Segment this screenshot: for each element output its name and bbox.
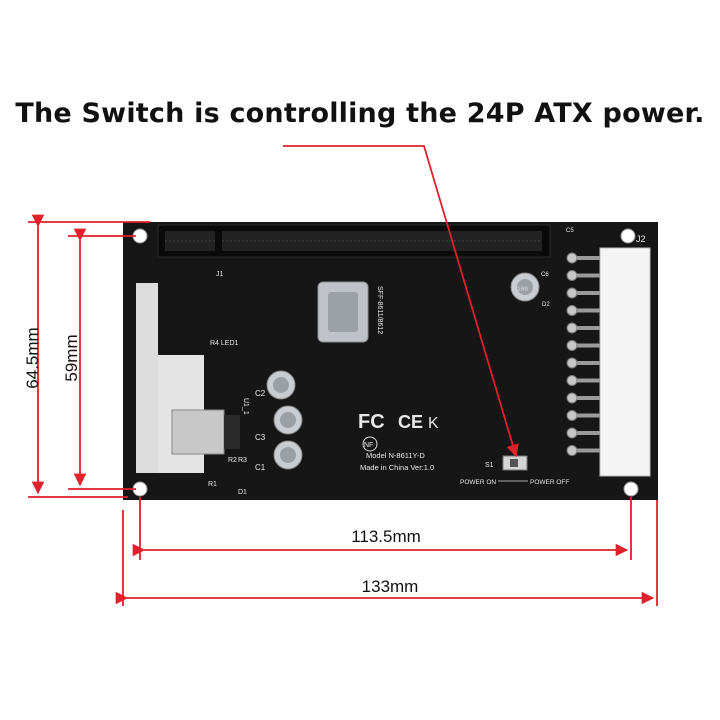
kc-mark: K: [428, 415, 439, 432]
atx-pin-lead: [577, 308, 600, 313]
sff-connector: [317, 281, 369, 343]
label-u1: U1_1: [242, 398, 249, 415]
atx-solder-pin: [566, 392, 578, 404]
atx-pin-lead: [577, 431, 600, 435]
atx-pin-lead: [577, 326, 600, 330]
label-r3: R3: [238, 457, 247, 464]
label-c1: C1: [255, 463, 266, 472]
atx-pin-lead: [577, 361, 600, 365]
dimension-inner-height: [68, 228, 136, 490]
edge-pad: [136, 283, 158, 473]
voltage-regulator: [171, 409, 240, 455]
atx-solder-pin: [566, 357, 578, 369]
label-cap-value: 100: [517, 286, 528, 293]
dimension-overall-width: [115, 500, 658, 606]
label-c3: C3: [255, 433, 266, 442]
label-j2: J2: [636, 234, 646, 244]
atx-pin-lead: [577, 256, 600, 260]
capacitor-c6: [510, 272, 540, 302]
atx-solder-pin: [566, 305, 578, 316]
atx-pin-lead: [577, 396, 600, 400]
nf-mark: NF: [364, 442, 373, 449]
atx-pin-lead: [577, 448, 600, 453]
label-power-on: POWER ON: [460, 479, 496, 486]
atx-pin-lead: [577, 291, 600, 295]
label-led: R4 LED1: [210, 340, 239, 347]
capacitor-c1: [273, 440, 303, 470]
label-j1: J1: [216, 271, 224, 278]
atx-solder-pin: [566, 375, 578, 386]
switch-annotation-pointer: [283, 145, 519, 458]
atx-24pin-connector: [566, 247, 651, 477]
pcie-slot: [157, 224, 551, 258]
power-switch[interactable]: [502, 455, 528, 471]
atx-solder-pin: [566, 427, 578, 439]
label-r1: R1: [208, 481, 217, 488]
atx-solder-pin: [566, 322, 578, 334]
fc-mark: FC: [358, 411, 385, 433]
capacitor-c3: [273, 405, 303, 435]
headline: The Switch is controlling the 24P ATX po…: [15, 98, 705, 129]
pcb-board: [123, 222, 658, 500]
atx-pin-lead: [577, 413, 600, 418]
label-d1: D1: [238, 489, 247, 496]
label-c6: C6: [541, 272, 549, 278]
atx-solder-pin: [566, 287, 578, 299]
atx-pin-lead: [577, 273, 600, 278]
dimension-overall-width-label: 133mm: [361, 577, 419, 596]
label-made-in: Made in China Ver:1.0: [360, 463, 434, 472]
label-s1: S1: [485, 462, 494, 469]
atx-pin-lead: [577, 343, 600, 348]
ce-mark: CE: [398, 412, 423, 432]
dimension-hole-spacing-label: 113.5mm: [351, 527, 421, 546]
nf-mark-ring: [362, 436, 378, 452]
atx-solder-pin: [566, 410, 578, 421]
label-d2: D2: [542, 302, 550, 308]
atx-pin-lead: [577, 378, 600, 383]
certification-marks: FC CE K NF: [358, 411, 439, 452]
dimension-hole-spacing: [132, 497, 632, 560]
label-c5: C5: [566, 228, 574, 234]
dimension-outer-height: [28, 214, 150, 498]
atx-solder-pin: [566, 270, 578, 281]
label-c2: C2: [255, 389, 266, 398]
mounting-hole-bottom-right: [623, 481, 639, 497]
capacitor-c2: [266, 370, 296, 400]
dimension-inner-height-label: 59mm: [62, 334, 81, 382]
dimension-outer-height-label: 64.5mm: [23, 327, 42, 389]
label-model: Model N-8611Y-D: [366, 451, 425, 460]
atx-solder-pin: [566, 445, 578, 456]
atx-solder-pin: [566, 252, 578, 264]
mounting-hole-top-right: [620, 228, 636, 244]
atx-solder-pin: [566, 340, 578, 351]
label-power-off: POWER OFF: [530, 479, 569, 486]
label-chip: SFF-8611/8612: [376, 286, 383, 334]
label-r2: R2: [228, 457, 237, 464]
